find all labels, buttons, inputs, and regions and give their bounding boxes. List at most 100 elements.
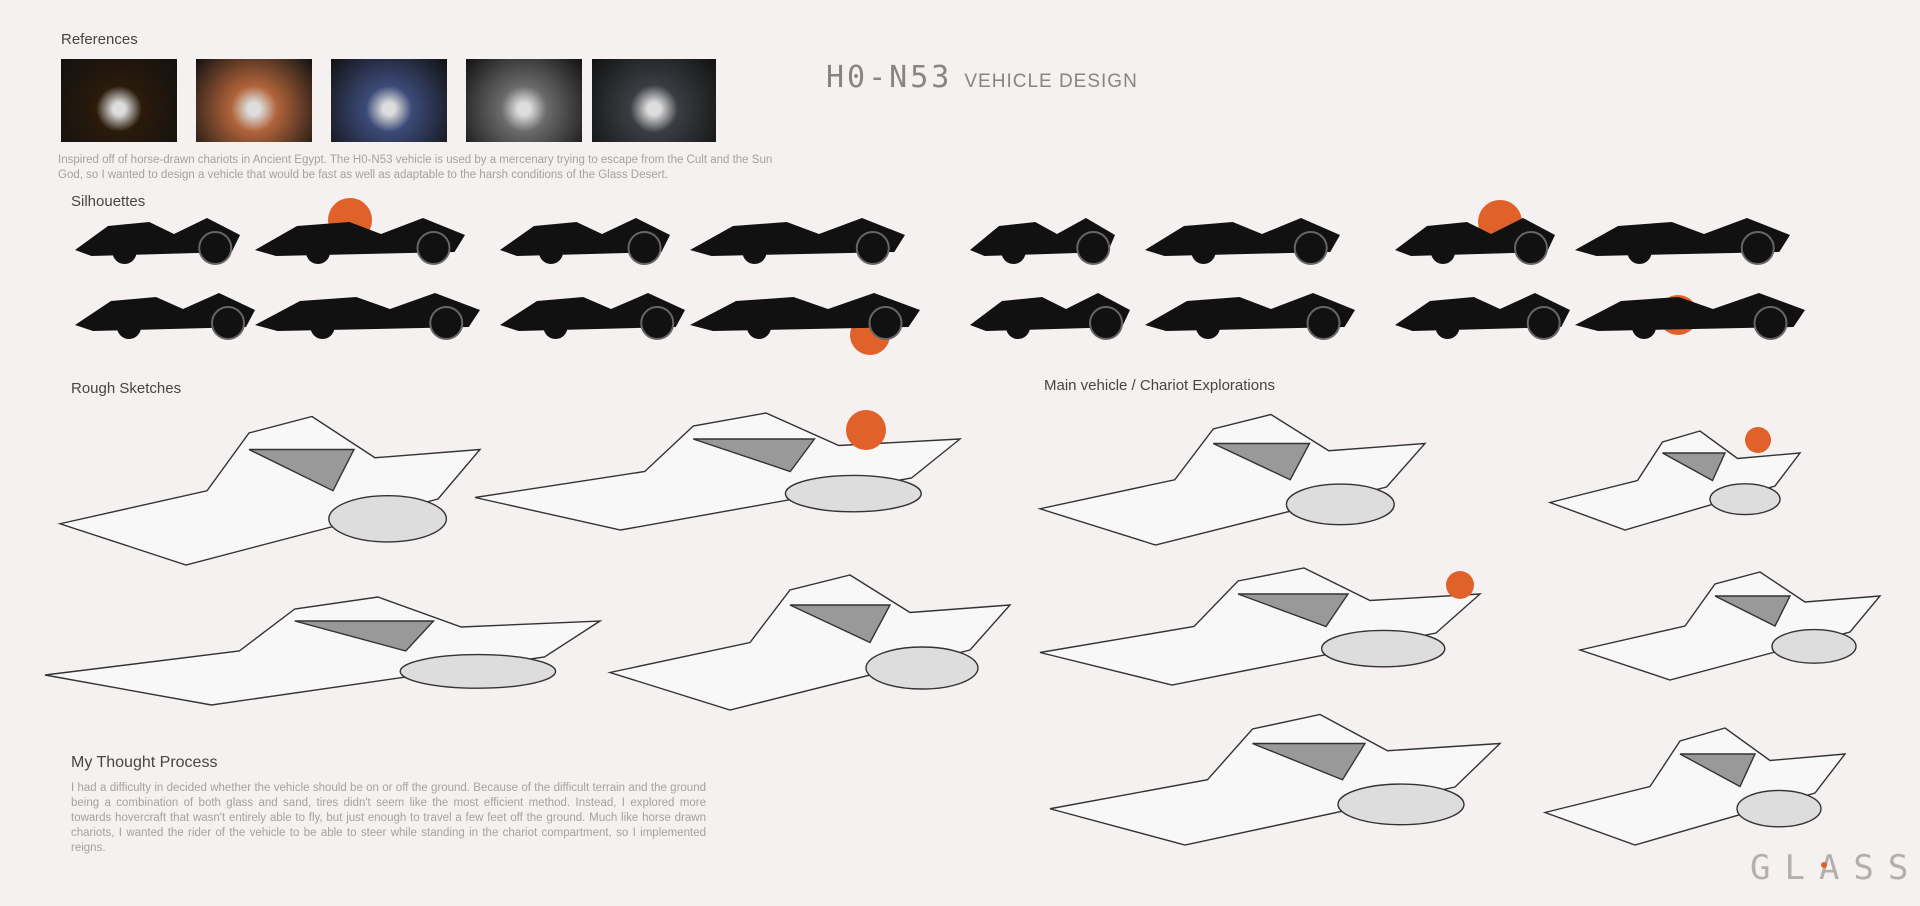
silhouette-wheel (1306, 306, 1341, 340)
sketch-body (1577, 571, 1882, 681)
silhouette-wheel (1435, 315, 1460, 339)
silhouette-wheel (429, 306, 464, 340)
sketch-shading (1212, 442, 1311, 481)
sketch-shading (1252, 742, 1367, 781)
silhouette-wheel (1526, 306, 1561, 340)
rough-sketches-heading: Rough Sketches (71, 380, 182, 397)
sketch-shading (1714, 595, 1792, 627)
sketch-body (1049, 713, 1502, 846)
reference-image-golden-chariot (61, 59, 177, 142)
accent-sun (1446, 571, 1474, 599)
hover-fan (1320, 629, 1446, 668)
hover-fan (399, 653, 557, 689)
glass-logo: GLASS (1750, 848, 1920, 888)
accent-sun (846, 410, 886, 450)
sketch-body (1037, 413, 1427, 546)
silhouette-wheel (112, 240, 137, 264)
references-description: Inspired off of horse-drawn chariots in … (58, 154, 773, 181)
silhouette-wheel (1191, 240, 1216, 264)
sketch-body (474, 412, 963, 531)
silhouette-vehicle (1575, 218, 1790, 265)
silhouette-vehicle (1145, 293, 1355, 340)
silhouette-vehicle (500, 218, 670, 265)
silhouette-wheel (416, 231, 451, 265)
hover-fan (865, 646, 979, 690)
reference-image-vintage-motorcycle-race (466, 59, 582, 142)
reference-image-futuristic-motorcycle (331, 59, 447, 142)
sketch-shading (248, 448, 356, 492)
silhouette-vehicle (1145, 218, 1340, 265)
hover-fan (1285, 483, 1395, 526)
silhouette-wheel (198, 231, 233, 265)
sketch-shading (1237, 593, 1350, 628)
silhouette-wheel (1753, 306, 1788, 340)
chariot-exploration-4 (1577, 571, 1882, 681)
silhouette-body (1575, 218, 1790, 256)
silhouette-wheel (1089, 306, 1123, 340)
main-vehicle-heading: Main vehicle / Chariot Explorations (1044, 377, 1275, 394)
silhouette-wheel (1076, 231, 1111, 265)
title-subtitle: VEHICLE DESIGN (964, 71, 1138, 92)
silhouette-vehicle (690, 218, 905, 265)
silhouette-wheel (117, 315, 141, 339)
sketch-shading (1679, 753, 1757, 788)
silhouette-wheel (855, 231, 890, 265)
sketch-body (57, 415, 482, 566)
silhouette-vehicle (75, 218, 240, 265)
sketch-body (44, 596, 603, 706)
sketch-body (1547, 430, 1802, 531)
chariot-exploration-6 (1542, 727, 1847, 846)
silhouette-body (255, 293, 480, 331)
chariot-exploration-1 (1037, 413, 1427, 546)
reference-image-egyptian-painting (196, 59, 312, 142)
sketch-shading (789, 604, 892, 644)
thought-process-heading: My Thought Process (71, 754, 218, 771)
silhouette-wheel (747, 315, 771, 339)
hover-fan (1771, 628, 1857, 664)
silhouette-body (690, 293, 920, 331)
silhouette-wheel (1514, 231, 1548, 265)
rough-sketch-4 (607, 574, 1012, 711)
silhouette-wheel (539, 240, 563, 264)
hover-fan (1736, 789, 1822, 828)
hover-fan (1337, 783, 1465, 826)
sketch-shading (693, 438, 816, 473)
silhouette-wheel (306, 240, 330, 264)
sketch-body (1039, 567, 1482, 686)
silhouette-vehicle (255, 198, 465, 265)
silhouette-wheel (1632, 315, 1656, 339)
silhouette-wheel (1431, 240, 1455, 264)
silhouette-wheel (1627, 240, 1652, 264)
silhouette-vehicle (1575, 293, 1805, 340)
thought-process-text: I had a difficulty in decided whether th… (71, 782, 706, 854)
silhouette-wheel (627, 231, 662, 265)
references-heading: References (61, 31, 138, 48)
silhouette-vehicle (500, 293, 685, 340)
silhouette-vehicle (970, 218, 1115, 265)
sketch-shading (294, 620, 436, 652)
silhouette-vehicle (75, 293, 255, 340)
title-code: H0-N53 (826, 60, 953, 95)
chariot-exploration-3 (1039, 567, 1482, 686)
rough-sketch-1 (57, 415, 482, 566)
sketch-body (1542, 727, 1847, 846)
silhouette-wheel (742, 240, 767, 264)
silhouette-wheel (1293, 231, 1328, 265)
silhouette-body (690, 218, 905, 256)
hover-fan (1709, 483, 1781, 516)
silhouette-wheel (543, 315, 568, 339)
silhouette-vehicle (255, 293, 480, 340)
silhouette-vehicle (1395, 293, 1570, 340)
silhouette-vehicle (970, 293, 1130, 340)
silhouette-wheel (868, 306, 903, 340)
chariot-exploration-2 (1547, 430, 1802, 531)
accent-sun (1745, 427, 1771, 453)
silhouette-body (1575, 293, 1805, 331)
rough-sketch-2 (474, 412, 963, 531)
silhouette-vehicle (1395, 200, 1555, 265)
silhouette-wheel (310, 315, 335, 339)
silhouette-wheel (1006, 315, 1030, 339)
sketch-shading (1662, 452, 1727, 482)
